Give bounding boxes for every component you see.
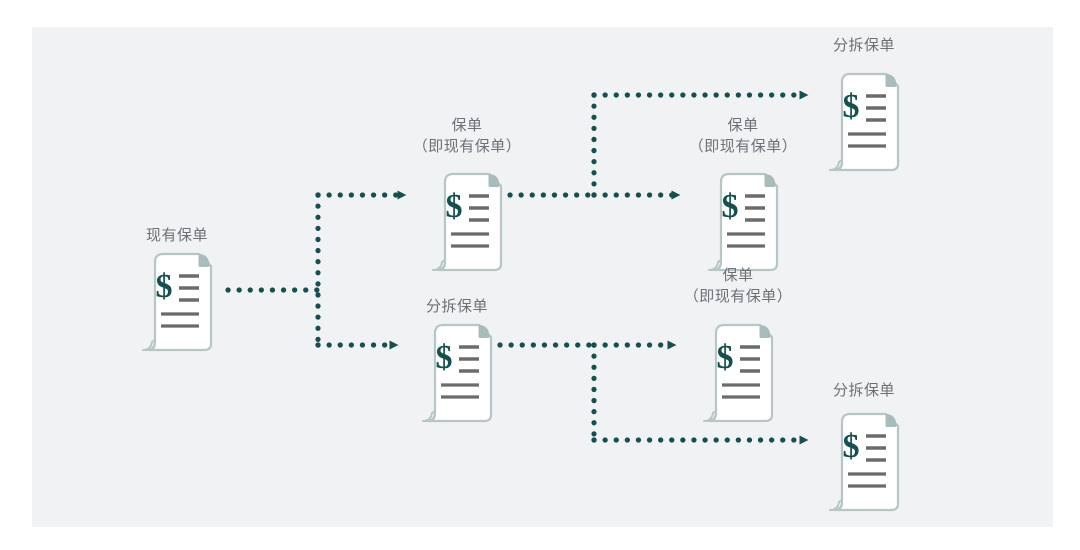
node-label: 保单 （即现有保单） <box>689 115 798 157</box>
node-label-line: （即现有保单） <box>412 138 522 155</box>
policy-document-icon: $ <box>703 323 774 423</box>
node-label-line: 分拆保单 <box>832 37 896 54</box>
node-label-line: 分拆保单 <box>832 382 896 399</box>
node-label-line: 保单 <box>727 117 759 134</box>
diagram-node[interactable]: $ 保单 （即现有保单） <box>413 117 521 272</box>
svg-text:$: $ <box>156 268 173 305</box>
node-label-line: （即现有保单） <box>688 138 798 155</box>
policy-document-icon: $ <box>829 412 900 512</box>
policy-document-icon: $ <box>708 172 779 272</box>
node-label: 现有保单 <box>146 225 208 246</box>
diagram-node[interactable]: $ 保单 （即现有保单） <box>689 117 797 272</box>
svg-text:$: $ <box>843 428 860 465</box>
node-label: 分拆保单 <box>426 296 488 317</box>
svg-text:$: $ <box>722 188 739 225</box>
node-label: 分拆保单 <box>833 380 895 401</box>
node-label-line: 现有保单 <box>145 227 209 244</box>
node-label-line: （即现有保单） <box>683 288 793 305</box>
svg-text:$: $ <box>717 339 734 376</box>
svg-text:$: $ <box>446 188 463 225</box>
diagram-node[interactable]: $ 现有保单 <box>137 227 217 352</box>
node-label: 保单 （即现有保单） <box>413 115 522 157</box>
diagram-node[interactable]: $ 分拆保单 <box>824 382 904 512</box>
node-label-line: 分拆保单 <box>425 298 489 315</box>
svg-text:$: $ <box>436 339 453 376</box>
node-label-line: 保单 <box>451 117 483 134</box>
policy-document-icon: $ <box>432 172 503 272</box>
svg-text:$: $ <box>843 88 860 125</box>
policy-document-icon: $ <box>422 323 493 423</box>
node-label-line: 保单 <box>722 267 754 284</box>
diagram-node[interactable]: $ 分拆保单 <box>417 298 497 423</box>
node-label: 保单 （即现有保单） <box>684 265 793 307</box>
policy-document-icon: $ <box>142 252 213 352</box>
diagram-node[interactable]: $ 分拆保单 <box>824 37 904 172</box>
diagram-node[interactable]: $ 保单 （即现有保单） <box>684 267 792 423</box>
node-label: 分拆保单 <box>833 35 895 56</box>
policy-document-icon: $ <box>829 72 900 172</box>
